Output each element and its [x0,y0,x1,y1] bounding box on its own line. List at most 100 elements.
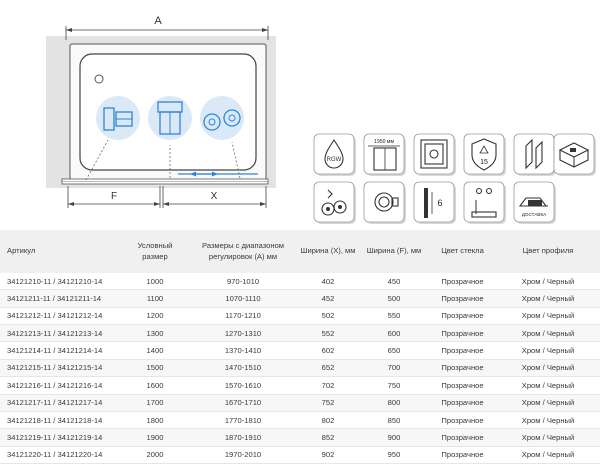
table-cell: 700 [359,359,429,378]
shield-label: 15 [480,159,488,166]
dimension-x-label: X [211,191,218,202]
column-header: Размеры с диапазоном регулировок (А) мм [189,230,297,273]
table-cell: Хром / Черный [496,341,600,360]
table-cell: 1500 [121,359,189,378]
glass-thickness-label: 6 [437,198,442,208]
table-cell: Прозрачное [429,446,496,464]
delivery-icon: ДОСТАВКА [513,181,556,224]
drain-icon [94,74,104,84]
table-cell: 600 [359,324,429,343]
table-cell: 800 [359,394,429,412]
table-cell: Хром / Черный [496,428,600,447]
door-panel-icon [413,133,456,176]
table-cell: 1870-1910 [189,428,297,447]
table-cell: 34121213-11 / 34121213-14 [0,324,121,343]
column-header: Ширина (F), мм [359,230,429,273]
table-cell: 1600 [121,376,189,395]
table-cell: 34121211-11 / 34121211-14 [0,289,121,308]
table-cell: 652 [297,359,359,378]
table-cell: 34121219-11 / 34121219-14 [0,428,121,447]
table-cell: 850 [359,411,429,430]
detail-wall-profile [96,96,140,140]
table-cell: Хром / Черный [496,324,600,343]
column-header: Ширина (X), мм [297,230,359,273]
table-cell: Прозрачное [429,307,496,326]
table-cell: 1000 [121,273,189,291]
box-icon [553,133,596,176]
table-cell: Хром / Черный [496,394,600,412]
table-cell: 1570-1610 [189,376,297,395]
height-1950-icon: 1950 мм [363,133,406,176]
table-cell: 34121215-11 / 34121215-14 [0,359,121,378]
slide-arrow-icon [190,171,196,177]
table-cell: Хром / Черный [496,307,600,326]
dimension-a: A [65,15,269,40]
table-cell: Прозрачное [429,394,496,412]
seal-strip-icon [463,181,506,224]
table-cell: 1270-1310 [189,324,297,343]
dimension-a-label: A [154,15,162,27]
table-cell: 34121216-11 / 34121216-14 [0,376,121,395]
table-cell: 752 [297,394,359,412]
table-cell: Прозрачное [429,273,496,291]
table-cell: 650 [359,341,429,360]
table-cell: 970-1010 [189,273,297,291]
table-cell: 602 [297,341,359,360]
table-cell: 1470-1510 [189,359,297,378]
table-cell: 950 [359,446,429,464]
column-header: Цвет профиля [496,230,600,273]
table-cell: 1900 [121,428,189,447]
table-cell: Прозрачное [429,428,496,447]
table-cell: Хром / Черный [496,359,600,378]
table-cell: Хром / Черный [496,289,600,308]
table-cell: Прозрачное [429,376,496,395]
dimension-f: F [67,186,161,208]
table-cell: Прозрачное [429,411,496,430]
table-cell: 402 [297,273,359,291]
dimension-x: X [162,186,267,208]
table-cell: 1700 [121,394,189,412]
table-cell: 1800 [121,411,189,430]
table-cell: 500 [359,289,429,308]
table-cell: 900 [359,428,429,447]
table-cell: Прозрачное [429,289,496,308]
header-graphics: A F X RGW [46,15,596,224]
water-drop-rgw-icon: RGW [313,133,356,176]
table-cell: 1770-1810 [189,411,297,430]
table-cell: 34121210-11 / 34121210-14 [0,273,121,291]
height-label: 1950 мм [374,139,395,145]
table-cell: 1400 [121,341,189,360]
table-cell: 34121212-11 / 34121212-14 [0,307,121,326]
table-cell: 34121214-11 / 34121214-14 [0,341,121,360]
detail-rollers [200,96,244,140]
table-cell: 450 [359,273,429,291]
table-cell: 1070-1110 [189,289,297,308]
table-cell: 452 [297,289,359,308]
shield-glass-thickness-icon: 15 [463,133,506,176]
column-header: Цвет стекла [429,230,496,273]
table-cell: 1670-1710 [189,394,297,412]
table-cell: Хром / Черный [496,376,600,395]
table-cell: Прозрачное [429,359,496,378]
table-cell: 502 [297,307,359,326]
table-cell: 902 [297,446,359,464]
column-header: Артикул [0,230,121,273]
delivery-label: ДОСТАВКА [522,212,547,217]
table-cell: 1370-1410 [189,341,297,360]
table-cell: 34121218-11 / 34121218-14 [0,411,121,430]
table-cell: 34121217-11 / 34121217-14 [0,394,121,412]
magnetic-profile-icon [513,133,556,176]
table-cell: 2000 [121,446,189,464]
features-row-2: 6 ДОСТАВКА [313,181,556,224]
